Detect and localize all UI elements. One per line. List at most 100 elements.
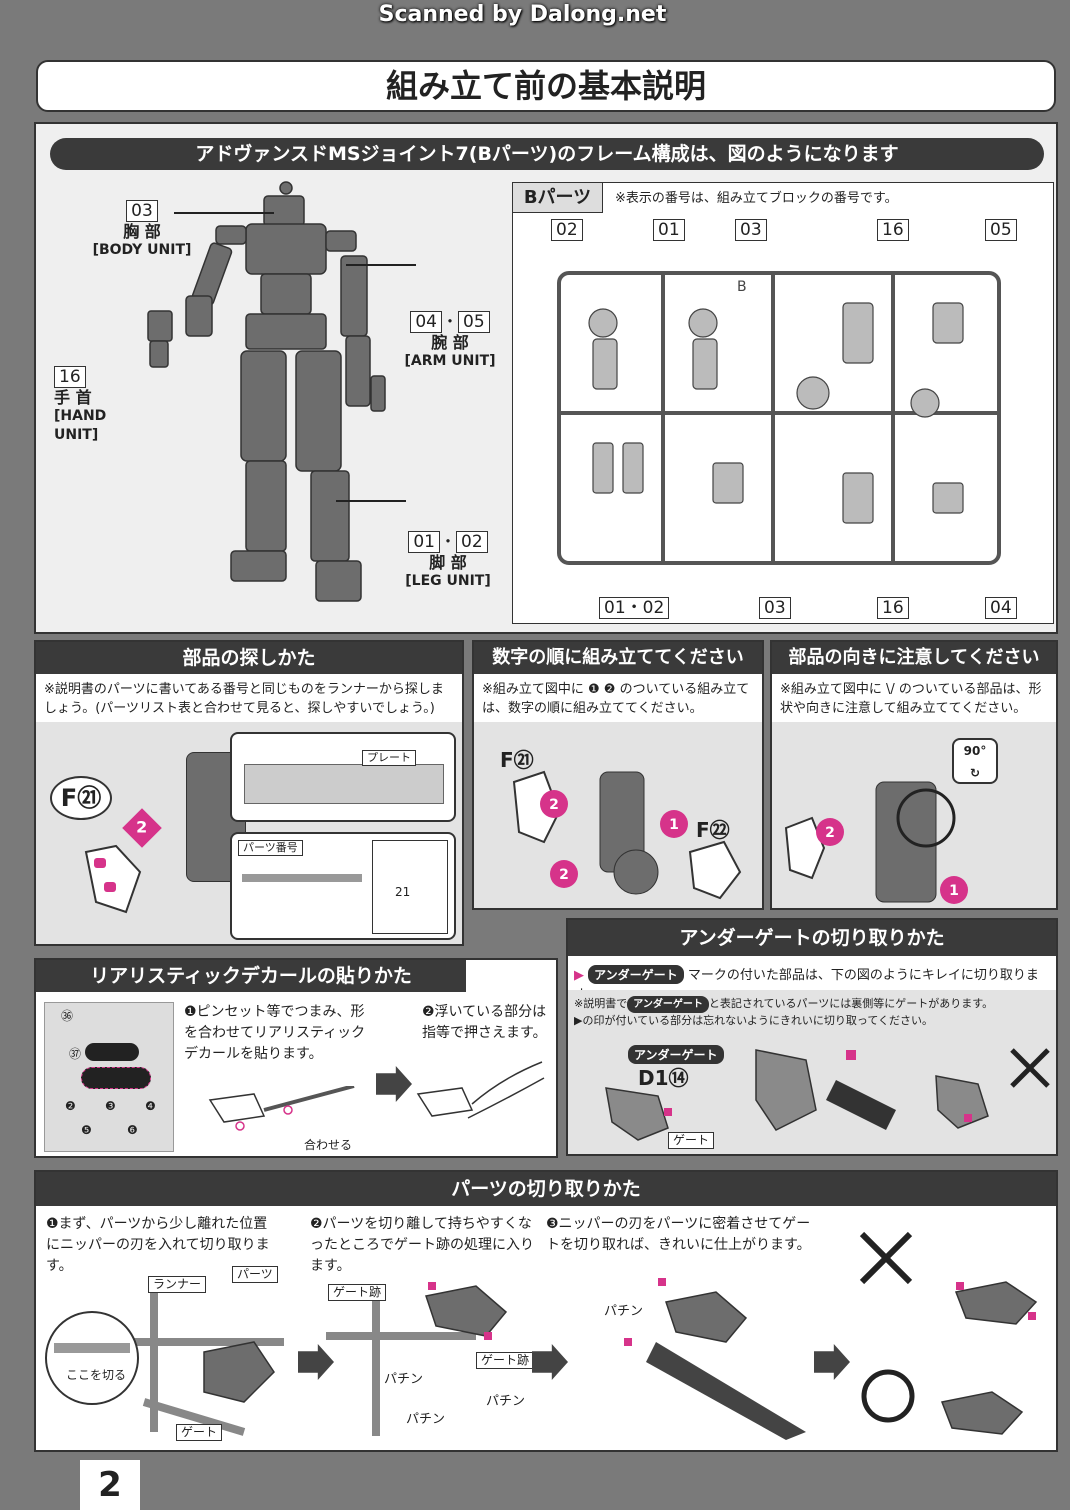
- decal-num-5: ❺: [81, 1123, 92, 1137]
- direction-parts-shapes: 2 1: [784, 781, 968, 904]
- arm-unit-en: [ARM UNIT]: [404, 353, 496, 369]
- b-parts-note: ※表示の番号は、組み立てブロックの番号です。: [615, 191, 898, 206]
- leg-unit-label: 01・02 脚 部 [LEG UNIT]: [398, 528, 498, 591]
- direction-panel: 部品の向きに注意してください ※組み立て図中に \/ のついている部品は、形状や…: [770, 640, 1058, 910]
- body-unit-en: [BODY UNIT]: [92, 242, 192, 258]
- rotate-icon: 90°↻: [952, 738, 998, 784]
- direction-illustration: 90°↻ 2 1: [772, 722, 1056, 908]
- b-parts-label: Bパーツ: [513, 183, 603, 213]
- find-parts-header: 部品の探しかた: [36, 642, 462, 674]
- body-unit-jp: 胸 部: [123, 222, 161, 241]
- b-parts-box: Bパーツ ※表示の番号は、組み立てブロックの番号です。 02 01 03 16 …: [512, 182, 1054, 624]
- watermark: Scanned by Dalong.net: [378, 2, 667, 27]
- decal-visor-1: [85, 1043, 139, 1061]
- decal-step1: ❶ピンセット等でつまみ、形を合わせてリアリスティックデカールを貼ります。: [184, 1004, 366, 1062]
- order-parts-shapes: 2 2 1: [512, 770, 742, 900]
- runner-tag-03: 03: [735, 219, 767, 241]
- runner-bar: [242, 874, 362, 882]
- leg-unit-number-1: 01: [408, 531, 440, 553]
- runner-tag-02: 02: [551, 219, 583, 241]
- decal-match-label: 合わせる: [304, 1138, 353, 1152]
- cutting-gate-label: ゲート: [176, 1424, 223, 1441]
- runner-tag-01-02: 01・02: [599, 597, 670, 619]
- order-header: 数字の順に組み立ててください: [474, 642, 762, 674]
- cutting-gate-mark-2: ゲート跡: [476, 1352, 535, 1369]
- undergate-part-code: D1⑭: [638, 1066, 689, 1090]
- cutting-correct-part: [940, 1391, 1024, 1435]
- leg-leader: [336, 500, 406, 502]
- body-unit-label: 03 胸 部 [BODY UNIT]: [82, 200, 202, 260]
- decal-sheet: ㊱ ㊲ ❷ ❸ ❹ ❺ ❻: [44, 1002, 174, 1152]
- decal-num-6: ❻: [127, 1123, 138, 1137]
- decal-visor-2: [81, 1067, 151, 1089]
- cutting-arrow-3: [814, 1344, 850, 1380]
- decal-step2: ❷浮いている部分は指等で押さえます。: [422, 1004, 547, 1041]
- undergate-note1b: と表記されているパーツには裏側等にゲートがあります。: [708, 997, 994, 1010]
- cutting-step3: ❸ニッパーの刃をパーツに密着させてゲートを切り取れば、きれいに仕上がります。: [546, 1216, 811, 1253]
- arm-unit-jp: 腕 部: [431, 333, 469, 352]
- runner-tag-03-bottom: 03: [759, 597, 791, 619]
- plate-inset: プレート: [230, 732, 456, 822]
- cutting-snip-3: パチン: [486, 1394, 526, 1409]
- leg-unit-en: [LEG UNIT]: [405, 573, 491, 589]
- undergate-nipper-shape: [755, 1049, 896, 1131]
- find-parts-note: ※説明書のパーツに書いてある番号と同じものをランナーから探しましょう。(パーツリ…: [44, 682, 444, 716]
- svg-text:1: 1: [669, 817, 679, 833]
- runner-tag-01: 01: [653, 219, 685, 241]
- find-parts-panel: 部品の探しかた ※説明書のパーツに書いてある番号と同じものをランナーから探しまし…: [34, 640, 464, 946]
- undergate-illustration: ※説明書でアンダーゲートと表記されているパーツには裏側等にゲートがあります。 ▶…: [568, 990, 1056, 1154]
- cutting-header: パーツの切り取りかた: [36, 1172, 1056, 1206]
- cutting-step3-illustration: [624, 1278, 806, 1440]
- svg-text:1: 1: [949, 883, 959, 899]
- order-panel: 数字の順に組み立ててください ※組み立て図中に ❶ ❷ のついている組み立ては、…: [472, 640, 764, 910]
- order-f22-label: F㉒: [696, 818, 730, 842]
- hand-unit-number: 16: [54, 366, 86, 388]
- undergate-part-badge: アンダーゲート: [628, 1045, 724, 1064]
- cutting-step1: ❶まず、パーツから少し離れた位置にニッパーの刃を入れて切り取ります。: [46, 1216, 270, 1274]
- undergate-wrong-icon: [1010, 1048, 1050, 1088]
- plate-shape: [244, 764, 444, 804]
- body-leader: [174, 212, 274, 214]
- frame-header: アドヴァンスドMSジョイント7(Bパーツ)のフレーム構成は、図のようになります: [50, 138, 1044, 170]
- direction-header: 部品の向きに注意してください: [772, 642, 1056, 674]
- rotate-degrees: 90°: [963, 744, 987, 758]
- hand-unit-en: [HAND UNIT]: [54, 408, 107, 443]
- undergate-note1: ※説明書で: [574, 997, 628, 1010]
- undergate-note-badge: アンダーゲート: [627, 996, 709, 1013]
- decal-header: リアリスティックデカールの貼りかた: [36, 960, 466, 992]
- decal-num-4: ❹: [145, 1099, 156, 1113]
- runner-tag-04: 04: [985, 597, 1017, 619]
- undergate-note: ※説明書でアンダーゲートと表記されているパーツには裏側等にゲートがあります。 ▶…: [574, 996, 1054, 1028]
- cutting-wrong-part: [954, 1281, 1038, 1325]
- part-number-inset: パーツ番号 21: [230, 832, 456, 940]
- undergate-panel: アンダーゲートの切り取りかた ▶ アンダーゲート マークの付いた部品は、下の図の…: [566, 918, 1058, 1156]
- undergate-badge: アンダーゲート: [588, 965, 684, 984]
- frame-panel: アドヴァンスドMSジョイント7(Bパーツ)のフレーム構成は、図のようになります: [34, 122, 1058, 634]
- decal-num-3: ❸: [105, 1099, 116, 1113]
- runner-tag-05: 05: [985, 219, 1017, 241]
- decal-num-2: ❷: [65, 1099, 76, 1113]
- undergate-wrong-part: [935, 1075, 989, 1129]
- decal-step1-illustration: [208, 1086, 355, 1131]
- decal-panel: リアリスティックデカールの貼りかた ㊱ ㊲ ❷ ❸ ❹ ❺ ❻ ❶ピンセット等で…: [34, 958, 558, 1158]
- undergate-header: アンダーゲートの切り取りかた: [568, 920, 1056, 956]
- find-parts-part-shape: [84, 844, 142, 914]
- order-f21-label: F㉑: [500, 748, 534, 772]
- cutting-snip-4: パチン: [604, 1304, 644, 1319]
- b-runner-illustration: B: [557, 271, 1001, 565]
- leg-unit-jp: 脚 部: [429, 553, 467, 572]
- cutting-panel: パーツの切り取りかた ❶まず、パーツから少し離れた位置にニッパーの刃を入れて切り…: [34, 1170, 1058, 1452]
- decal-step2-illustration: [416, 1061, 545, 1119]
- svg-text:2: 2: [559, 867, 569, 883]
- cutting-cut-here: ここを切る: [66, 1368, 127, 1382]
- arm-unit-label: 04・05 腕 部 [ARM UNIT]: [400, 308, 500, 371]
- cutting-parts-label: パーツ: [232, 1266, 278, 1283]
- cutting-correct-icon: [861, 1369, 915, 1423]
- find-parts-code: F㉑: [50, 776, 112, 820]
- svg-text:2: 2: [549, 797, 559, 813]
- cutting-step1-illustration: [45, 1292, 284, 1436]
- cutting-snip-2: パチン: [406, 1412, 446, 1427]
- cutting-wrong-icon: [859, 1231, 913, 1285]
- hand-unit-label: 16 手 首 [HAND UNIT]: [54, 366, 154, 445]
- runner-letter: B: [737, 279, 747, 295]
